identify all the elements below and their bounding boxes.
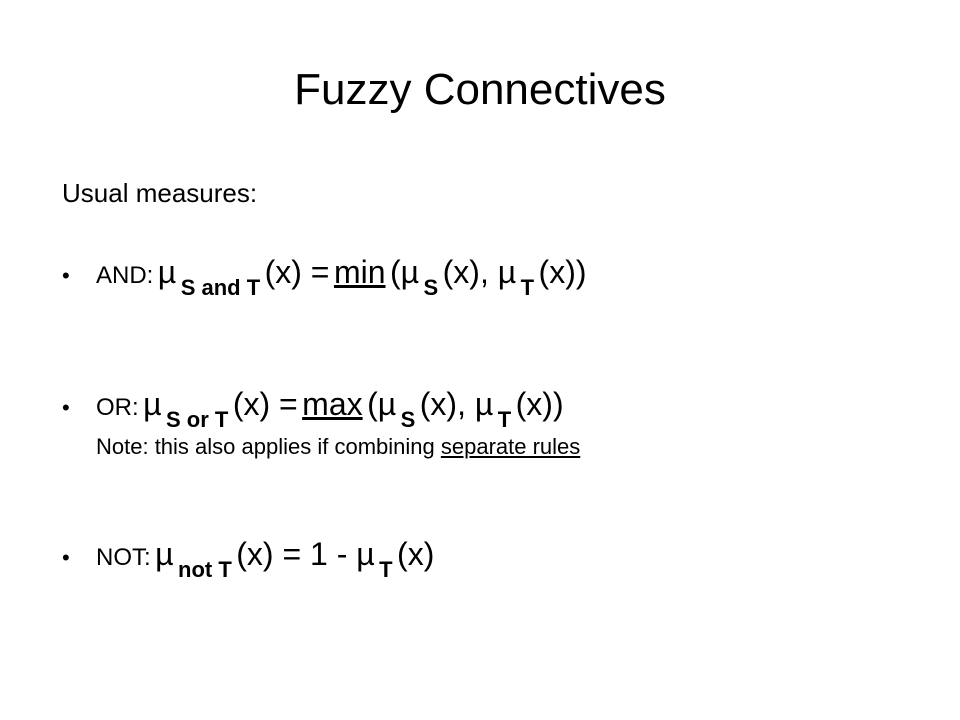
note-text: Note: this also applies if combining xyxy=(96,434,435,459)
bullet-dot: • xyxy=(62,545,70,570)
or-part-3: (x), µ xyxy=(419,386,494,422)
and-subscript-s: S xyxy=(423,275,439,300)
not-part-2: (x) xyxy=(397,536,435,572)
bullet-dot: • xyxy=(62,263,70,288)
and-part-3: (x), µ xyxy=(442,254,517,290)
and-part-4: (x)) xyxy=(538,254,587,290)
mu-symbol: µ xyxy=(157,254,177,290)
or-subscript-s: S xyxy=(400,407,416,432)
and-formula: AND: µ S and T (x) = min (µ S (x), µ T (… xyxy=(96,248,587,312)
not-subscript: not T xyxy=(178,557,232,582)
not-subscript-t: T xyxy=(379,557,393,582)
slide-title: Fuzzy Connectives xyxy=(294,65,666,114)
or-subscript-t: T xyxy=(497,407,512,432)
note-underlined: separate rules xyxy=(440,434,581,459)
and-subscript-t: T xyxy=(520,275,535,300)
or-note: Note: this also applies if combining sep… xyxy=(96,432,580,462)
max-operator: max xyxy=(302,386,363,422)
or-part-1: (x) = xyxy=(232,386,298,422)
not-formula: NOT: µ not T (x) = 1 - µ T (x) xyxy=(96,530,434,594)
bullet-dot: • xyxy=(62,395,70,420)
or-subscript: S or T xyxy=(166,407,229,432)
or-label: OR: xyxy=(96,394,139,421)
or-part-4: (x)) xyxy=(515,386,564,422)
and-subscript: S and T xyxy=(180,275,261,300)
mu-symbol: µ xyxy=(143,386,162,422)
and-label: AND: xyxy=(96,262,154,289)
min-operator: min xyxy=(333,254,386,290)
mu-symbol: µ xyxy=(155,536,174,572)
or-formula: OR: µ S or T (x) = max (µ S (x), µ T (x)… xyxy=(96,380,564,444)
subheading: Usual measures: xyxy=(62,178,258,208)
or-part-2: (µ xyxy=(367,386,397,422)
and-part-1: (x) = xyxy=(264,254,330,290)
and-part-2: (µ xyxy=(389,254,420,290)
not-label: NOT: xyxy=(96,544,151,571)
not-part-1: (x) = 1 - µ xyxy=(236,536,375,572)
